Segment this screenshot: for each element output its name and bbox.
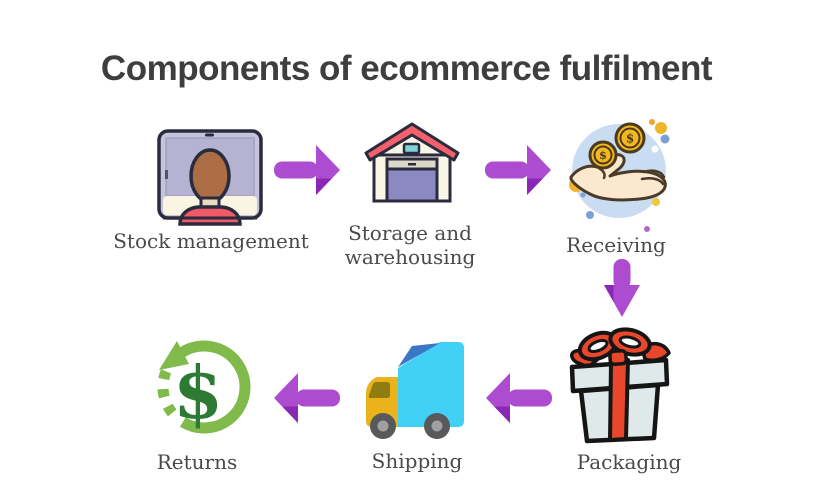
storage-label-line2: warehousing — [344, 245, 476, 269]
bow-knot — [608, 348, 628, 367]
step-label-shipping: Shipping — [371, 449, 463, 473]
return-arrowhead — [159, 341, 189, 370]
gable-window — [402, 142, 421, 155]
flow-arrow-right-icon — [485, 145, 551, 195]
finger-line — [642, 169, 666, 179]
flow-arrow-left-icon — [486, 373, 552, 423]
warehouse-icon — [364, 122, 460, 203]
coin-icon: $ — [588, 140, 618, 170]
flow-arrow-left-icon — [274, 373, 340, 423]
step-label-storage-warehousing: Storage and warehousing — [300, 221, 520, 269]
rear-hub — [431, 420, 443, 432]
user-head — [189, 148, 231, 204]
finger-line — [640, 176, 665, 186]
svg-text:$: $ — [626, 132, 634, 146]
cargo-box — [398, 342, 464, 427]
garage-door — [385, 167, 439, 203]
step-label-receiving: Receiving — [566, 233, 666, 257]
cab-window — [368, 382, 390, 398]
flow-arrow-right-icon — [274, 145, 340, 195]
delivery-truck-icon — [366, 342, 464, 439]
gift-box-icon — [569, 327, 671, 444]
step-label-returns: Returns — [156, 450, 238, 474]
svg-text:$: $ — [599, 149, 607, 162]
hand-coins-icon: $ $ — [569, 119, 670, 232]
flow-arrow-down-icon — [604, 259, 640, 317]
page-title: Components of ecommerce fulfilment — [100, 49, 713, 88]
coin-icon: $ — [614, 122, 646, 154]
step-label-packaging: Packaging — [576, 450, 682, 474]
folded-corner — [398, 343, 440, 367]
roof — [364, 122, 460, 162]
bezel-dash — [165, 170, 168, 179]
dollar-sign: $ — [173, 350, 223, 435]
camera-dash — [205, 133, 214, 137]
front-hub — [377, 420, 389, 432]
step-label-stock-management: Stock management — [113, 229, 309, 253]
bow-loop-right-hole — [618, 335, 642, 349]
monitor-user-icon — [157, 129, 263, 226]
money-return-icon: $ — [157, 340, 251, 435]
gift-ribbon — [608, 358, 630, 442]
bow-loop-left-hole — [587, 339, 609, 353]
user-shirt — [178, 205, 242, 226]
garage-handle — [408, 163, 416, 166]
storage-label-line1: Storage and — [348, 221, 472, 245]
